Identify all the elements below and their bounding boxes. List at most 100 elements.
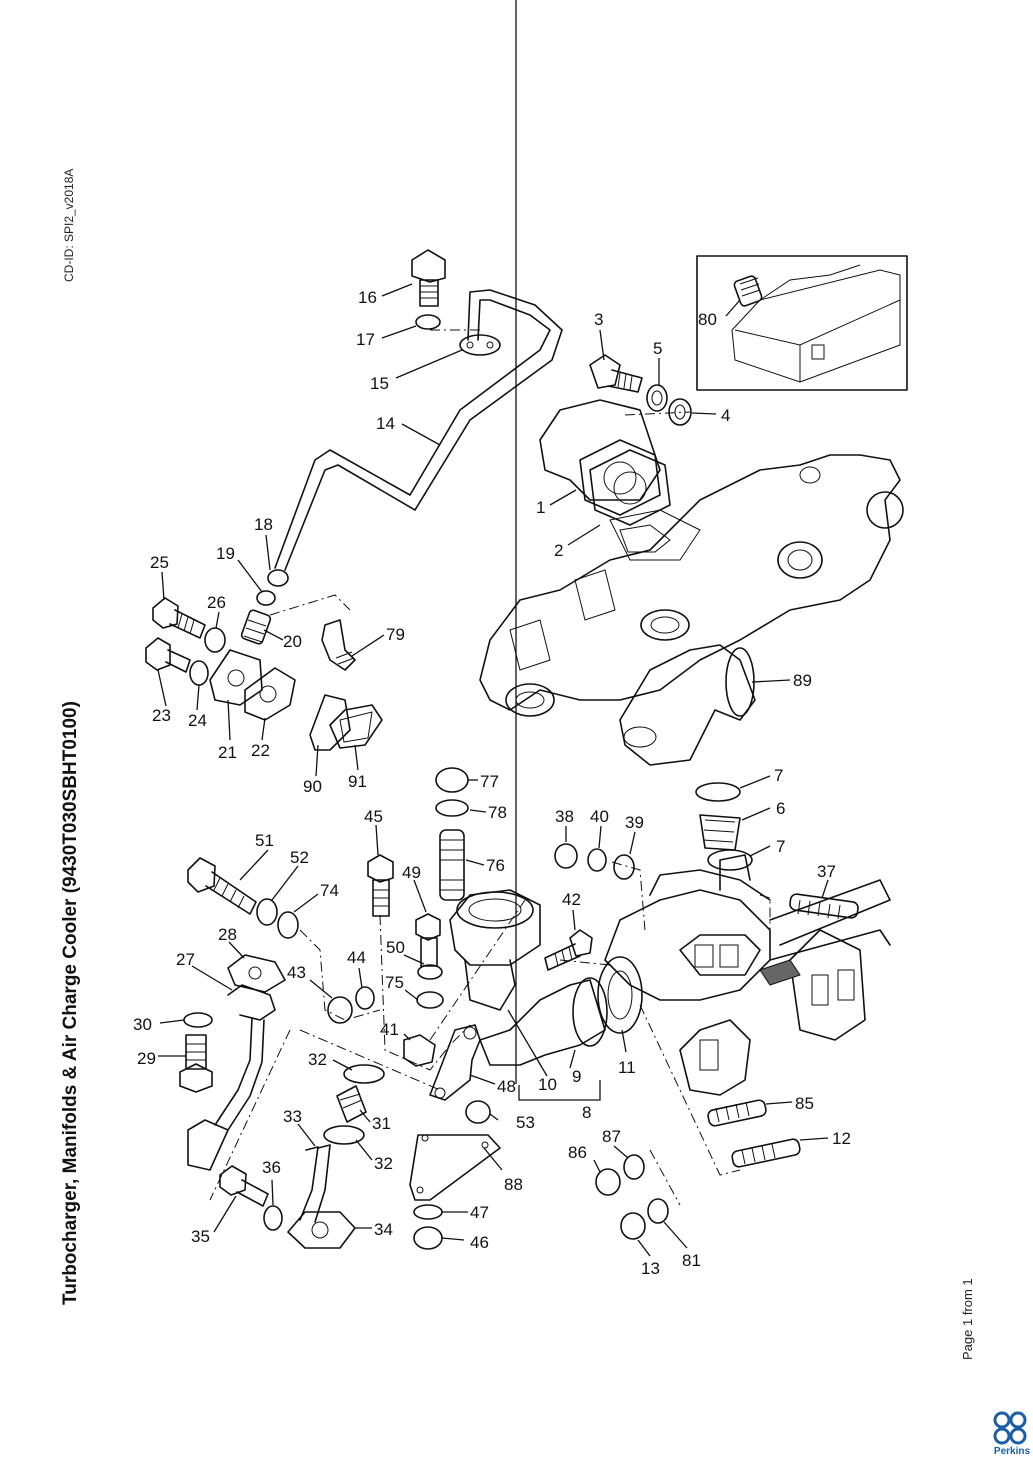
washer-52 (256, 898, 278, 926)
callout-7a: 7 (774, 766, 783, 785)
bolt-42 (544, 929, 593, 971)
elbow-9 (479, 977, 608, 1066)
bolt-49 (415, 913, 441, 967)
gasket-91 (329, 704, 383, 749)
callout-51: 51 (255, 831, 274, 850)
callout-45: 45 (364, 807, 383, 826)
callout-75: 75 (385, 973, 404, 992)
callout-8: 8 (582, 1103, 591, 1122)
bolt-35 (219, 1165, 269, 1207)
washer-4 (668, 398, 692, 426)
callout-11: 11 (618, 1058, 636, 1077)
callout-19: 19 (216, 544, 235, 563)
washer-81 (647, 1198, 669, 1224)
callout-89: 89 (793, 671, 812, 690)
leader-lines (157, 0, 829, 1257)
washer-24 (189, 660, 209, 686)
washer-30 (183, 1012, 213, 1028)
gasket-22 (244, 667, 296, 721)
callout-36: 36 (262, 1158, 281, 1177)
callout-10: 10 (538, 1075, 557, 1094)
callout-27: 27 (176, 950, 195, 969)
washer-74 (277, 911, 299, 939)
callout-40: 40 (590, 807, 609, 826)
callout-90: 90 (303, 777, 322, 796)
callout-4: 4 (721, 406, 730, 425)
callout-76: 76 (486, 856, 505, 875)
callout-87: 87 (602, 1127, 621, 1146)
hose-6 (699, 814, 741, 851)
inset-box (696, 255, 908, 391)
callout-23: 23 (152, 706, 171, 725)
callout-86: 86 (568, 1143, 587, 1162)
adaptor-10 (449, 889, 541, 1011)
bracket-88 (409, 1134, 501, 1201)
callout-28: 28 (218, 925, 237, 944)
washer-26 (204, 627, 226, 653)
stud-37 (789, 893, 859, 920)
callout-13: 13 (641, 1259, 660, 1278)
washer-75 (416, 991, 444, 1009)
turbocharger (604, 854, 891, 1096)
bracket-48 (429, 1024, 481, 1101)
bolt-51 (187, 857, 257, 915)
bolt-16 (411, 249, 446, 307)
washer-17 (415, 314, 441, 330)
callout-50: 50 (386, 938, 405, 957)
clip-32-bottom (323, 1125, 365, 1145)
bolt-29 (179, 1034, 213, 1093)
callout-2: 2 (554, 541, 563, 560)
bolt-23 (145, 637, 191, 673)
callout-labels: 1 2 3 4 5 6 7 7 8 9 10 11 12 13 14 15 16… (133, 288, 851, 1278)
callout-88: 88 (504, 1175, 523, 1194)
callout-6: 6 (776, 799, 785, 818)
callout-49: 49 (402, 863, 421, 882)
callout-32a: 32 (308, 1050, 327, 1069)
callout-41: 41 (380, 1020, 399, 1039)
callout-17: 17 (356, 330, 375, 349)
callout-1: 1 (536, 498, 545, 517)
page-title: Turbocharger, Manifolds & Air Charge Coo… (60, 701, 81, 1305)
flange-34 (287, 1211, 356, 1249)
callout-5: 5 (653, 339, 662, 358)
nut-18 (267, 569, 289, 587)
adaptor-79 (321, 619, 356, 671)
clip-7-top (695, 782, 741, 802)
gasket-28 (227, 954, 286, 993)
callout-25: 25 (150, 553, 169, 572)
nut-13 (620, 1212, 646, 1240)
olive-19 (256, 590, 276, 606)
bolt-3 (589, 354, 643, 393)
callout-34: 34 (374, 1220, 393, 1239)
page-counter: Page 1 from 1 (960, 1278, 975, 1360)
callout-33: 33 (283, 1107, 302, 1126)
callout-9: 9 (572, 1067, 581, 1086)
callout-85: 85 (795, 1094, 814, 1113)
callout-20: 20 (283, 632, 302, 651)
callout-80: 80 (698, 310, 717, 329)
nut-38 (554, 843, 578, 869)
callout-15: 15 (370, 374, 389, 393)
callout-47: 47 (470, 1203, 489, 1222)
flange-15 (459, 334, 501, 356)
callout-26: 26 (207, 593, 226, 612)
stud-85 (707, 1099, 767, 1127)
drain-pipe-27 (187, 984, 276, 1171)
callout-42: 42 (562, 890, 581, 909)
washer-40 (587, 848, 607, 872)
callout-30: 30 (133, 1015, 152, 1034)
callout-31: 31 (372, 1114, 391, 1133)
hose-31 (336, 1085, 367, 1123)
callout-81: 81 (682, 1251, 701, 1270)
gasket-2 (589, 449, 671, 526)
callout-37: 37 (817, 862, 836, 881)
callout-74: 74 (320, 881, 339, 900)
elbow-89 (619, 644, 756, 766)
callout-78: 78 (488, 803, 507, 822)
callout-48: 48 (497, 1077, 516, 1096)
gasket-11 (597, 956, 643, 1034)
exhaust-manifold (479, 454, 904, 717)
washer-50 (417, 964, 443, 980)
callout-77: 77 (480, 772, 499, 791)
